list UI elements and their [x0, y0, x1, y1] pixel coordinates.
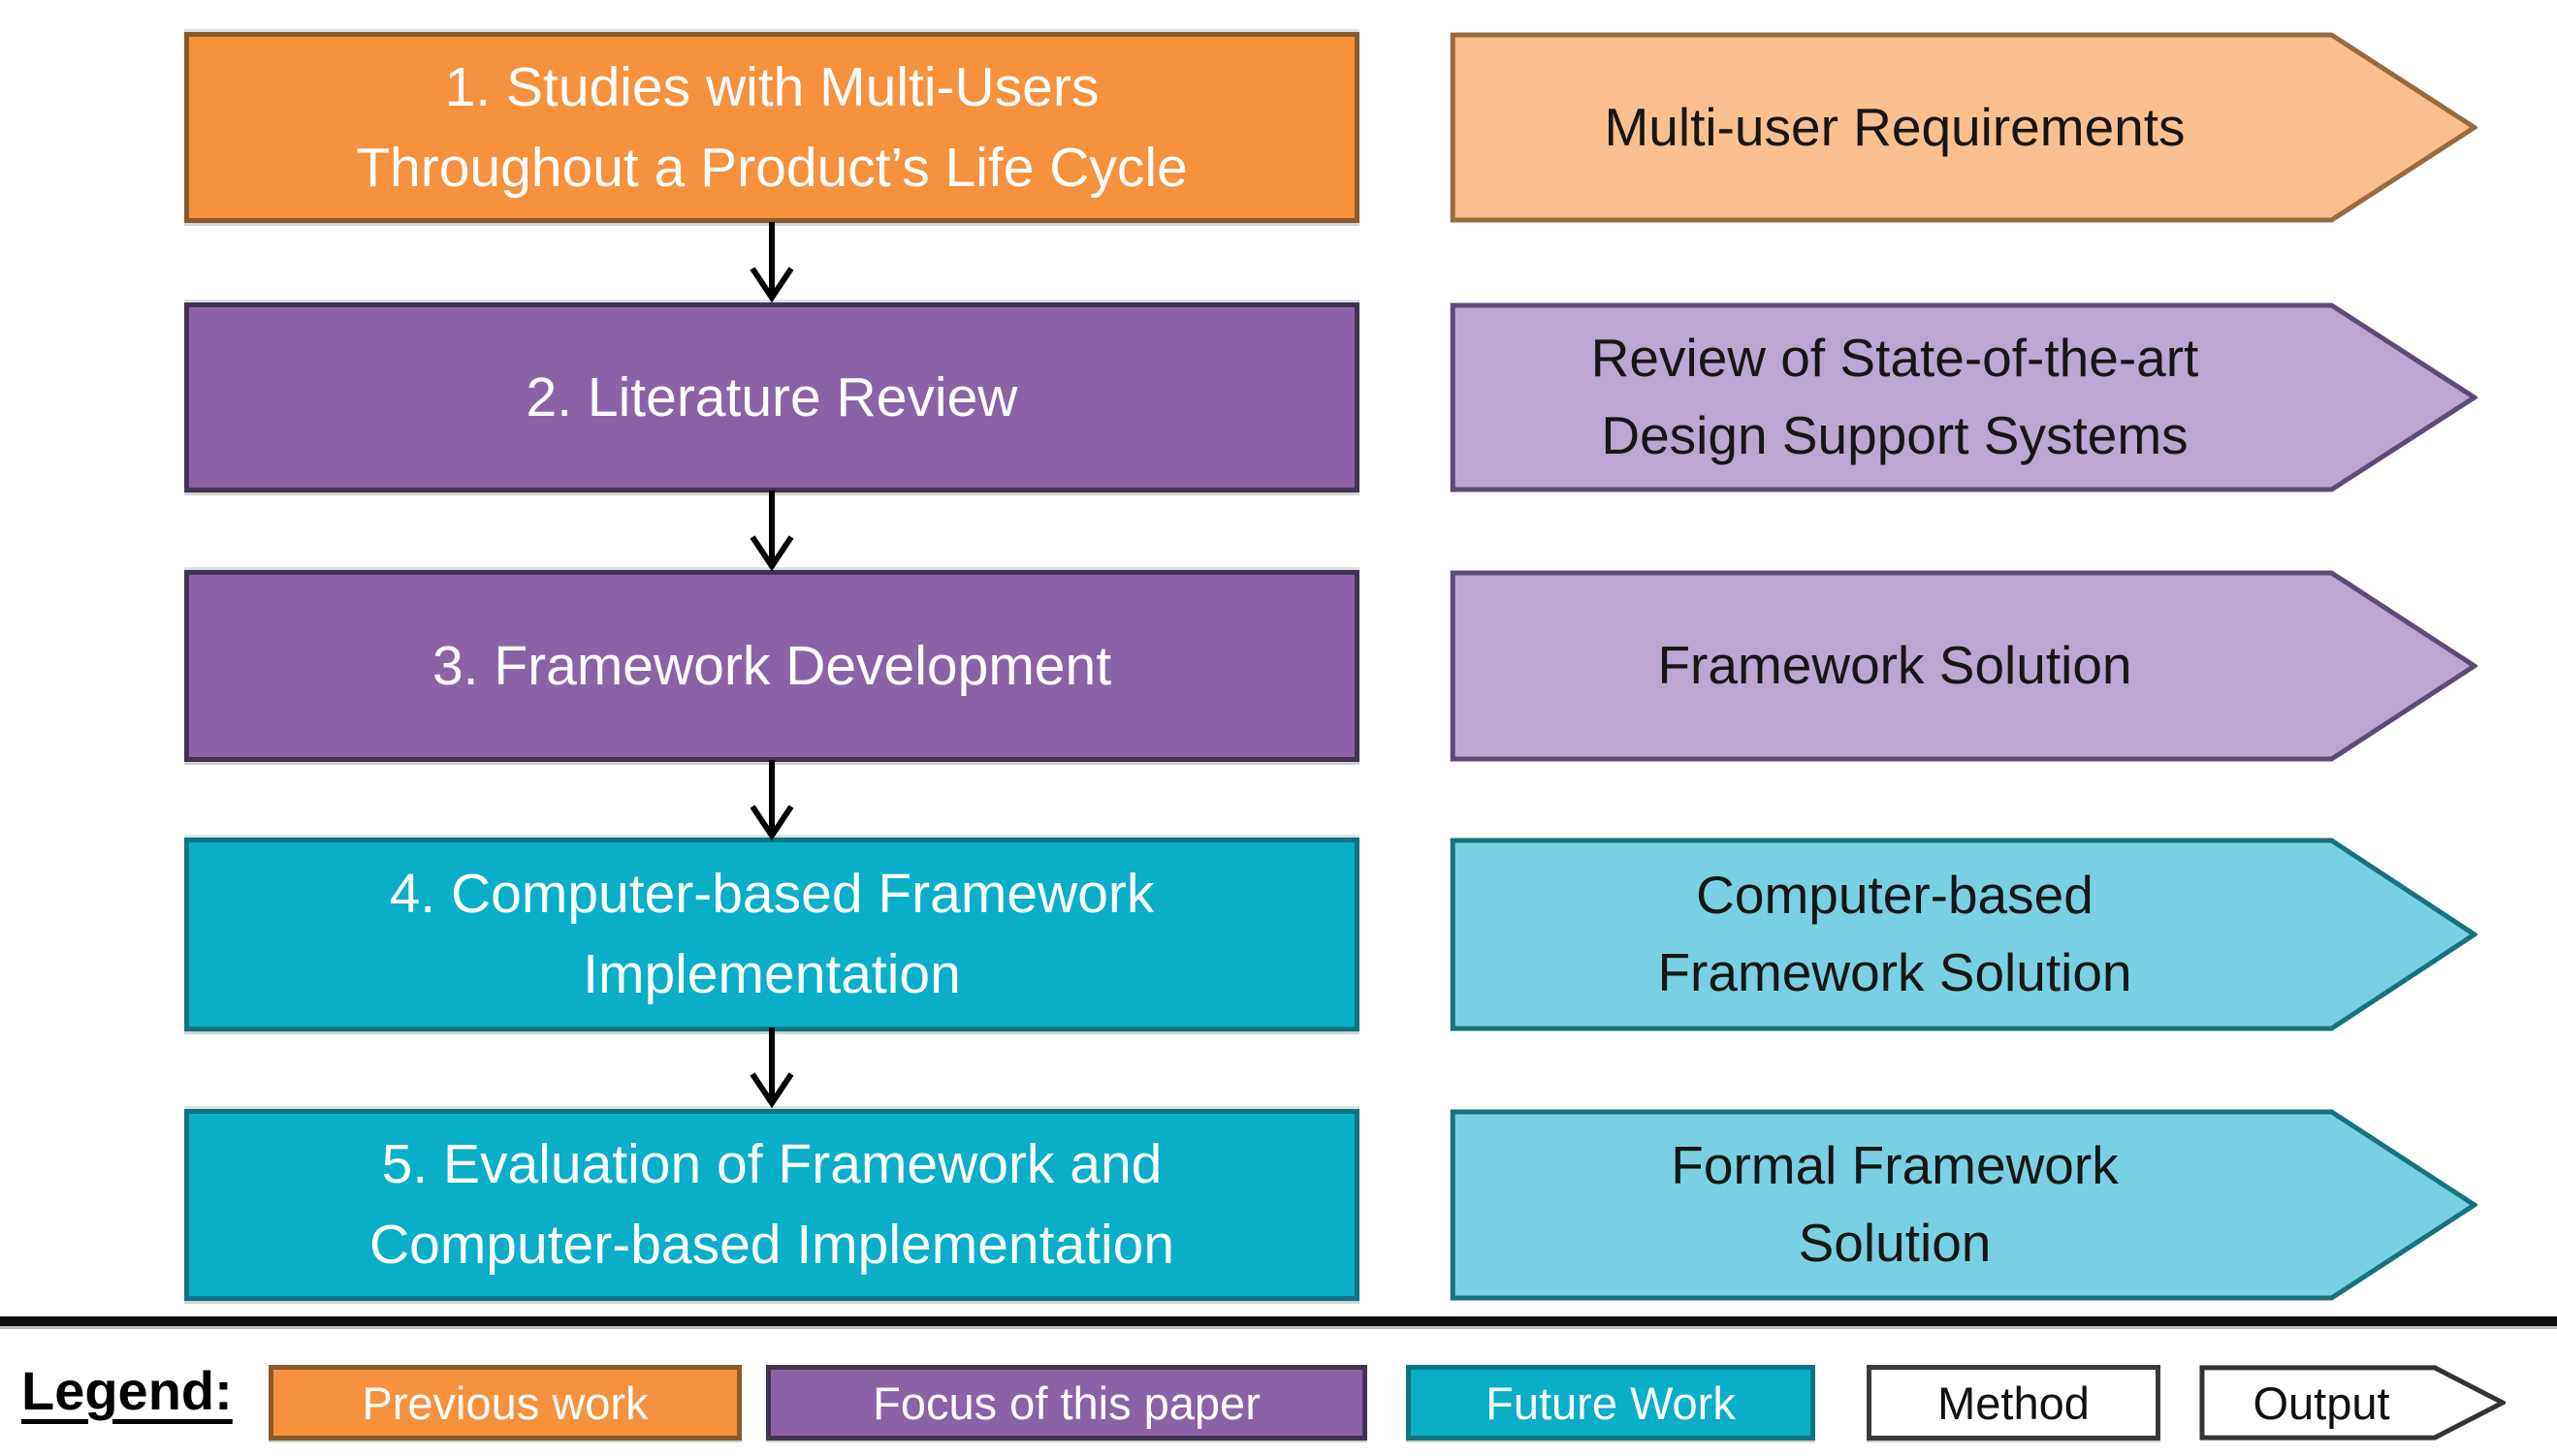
output-shape-3: Framework Solution — [1450, 570, 2477, 762]
pentagon-arrow-icon — [1450, 32, 2477, 223]
pentagon-arrow-icon — [1450, 1109, 2477, 1301]
method-box-step-2: 2. Literature Review — [184, 302, 1359, 492]
down-arrow-icon — [741, 760, 803, 841]
legend-separator-line — [0, 1316, 2557, 1326]
legend-item-future-work: Future Work — [1406, 1365, 1815, 1440]
legend-item-method: Method — [1867, 1365, 2160, 1440]
method-box-step-1: 1. Studies with Multi-Users Throughout a… — [184, 32, 1359, 223]
legend-item-method-label: Method — [1937, 1377, 2090, 1429]
output-label-3: Framework Solution — [1657, 635, 2132, 696]
legend-item-output: Output — [2199, 1365, 2506, 1440]
pentagon-arrow-icon — [2199, 1365, 2506, 1440]
method-box-step-1-label: 1. Studies with Multi-Users Throughout a… — [356, 55, 1188, 199]
output-label-4: Computer-based Framework Solution — [1657, 865, 2132, 1002]
down-arrow-icon — [741, 1028, 803, 1109]
legend-item-previous-work-label: Previous work — [362, 1377, 649, 1429]
output-shape-4: Computer-based Framework Solution — [1450, 838, 2477, 1031]
output-shape-1: Multi-user Requirements — [1450, 32, 2477, 223]
pentagon-arrow-icon — [1450, 838, 2477, 1031]
legend-title: Legend: — [21, 1360, 233, 1421]
method-box-step-5-label: 5. Evaluation of Framework and Computer-… — [368, 1133, 1175, 1276]
method-box-step-4: 4. Computer-based Framework Implementati… — [184, 838, 1359, 1031]
legend-item-output-label: Output — [2253, 1377, 2390, 1429]
output-label-1: Multi-user Requirements — [1604, 96, 2186, 157]
method-box-step-3-label: 3. Framework Development — [431, 634, 1112, 697]
pentagon-arrow-icon — [1450, 302, 2477, 492]
output-label-2: Review of State-of-the-art Design Suppor… — [1590, 328, 2199, 465]
method-box-step-5: 5. Evaluation of Framework and Computer-… — [184, 1109, 1359, 1301]
down-arrow-icon — [741, 222, 803, 303]
pentagon-arrow-icon — [1450, 570, 2477, 762]
method-box-step-4-label: 4. Computer-based Framework Implementati… — [389, 863, 1155, 1005]
method-box-step-3: 3. Framework Development — [184, 570, 1359, 762]
output-label-5: Formal Framework Solution — [1671, 1135, 2119, 1273]
legend-item-future-work-label: Future Work — [1486, 1377, 1736, 1429]
legend-item-focus-of-this-paper-label: Focus of this paper — [873, 1377, 1261, 1429]
legend-item-focus-of-this-paper: Focus of this paper — [766, 1365, 1367, 1440]
output-shape-2: Review of State-of-the-art Design Suppor… — [1450, 302, 2477, 492]
method-box-step-2-label: 2. Literature Review — [526, 365, 1018, 428]
output-shape-5: Formal Framework Solution — [1450, 1109, 2477, 1301]
legend-item-previous-work: Previous work — [269, 1365, 742, 1440]
down-arrow-icon — [741, 491, 803, 572]
